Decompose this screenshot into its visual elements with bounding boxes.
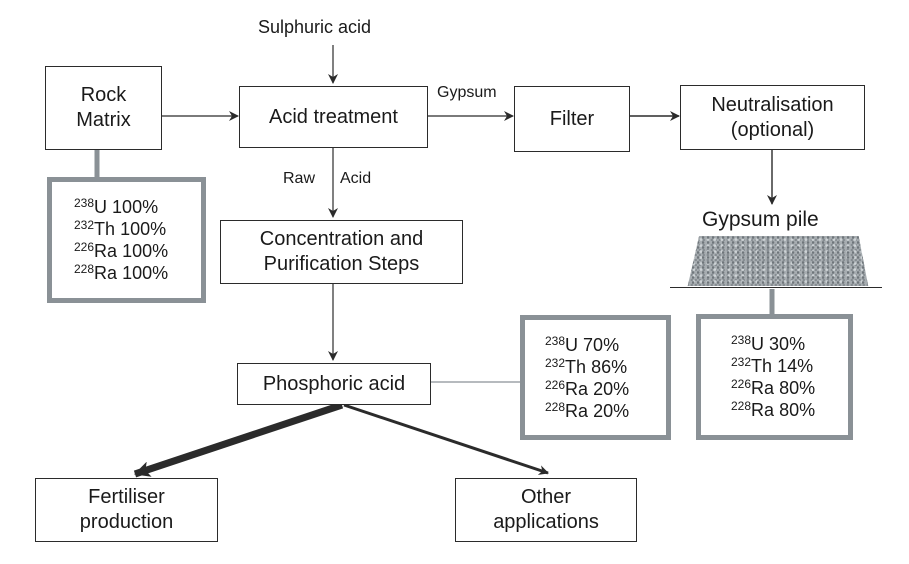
- node-acid-treatment: Acid treatment: [239, 86, 428, 148]
- node-rock-matrix-line2: Matrix: [76, 109, 131, 131]
- phosphoric-dist-row: 232Th 86%: [545, 355, 628, 377]
- rock-dist-row: 238U 100%: [74, 196, 159, 217]
- phosphoric-dist-row: 238U 70%: [545, 333, 620, 355]
- gypsum-pile-title: Gypsum pile: [702, 208, 819, 231]
- rock-dist-row: 232Th 100%: [74, 218, 167, 239]
- node-rock-matrix-line1: Rock: [80, 84, 127, 106]
- node-concentration-line2: Purification Steps: [263, 253, 420, 275]
- node-filter: Filter: [514, 86, 630, 152]
- edge-label-raw: Raw: [283, 170, 316, 187]
- node-fertiliser-line2: production: [79, 511, 174, 533]
- edge-label-gypsum: Gypsum: [437, 84, 497, 101]
- gypsum-pile-ground: [670, 287, 882, 288]
- node-neutralisation: Neutralisation (optional): [680, 85, 865, 150]
- input-sulphuric-acid: Sulphuric acid: [258, 17, 372, 37]
- node-fertiliser: Fertiliser production: [35, 478, 218, 542]
- node-neutralisation-line2: (optional): [730, 118, 815, 141]
- node-fertiliser-line1: Fertiliser: [88, 486, 165, 508]
- gypsum-dist-row: 228Ra 80%: [731, 399, 816, 420]
- phosphoric-dist-row: 226Ra 20%: [545, 377, 630, 399]
- panel-rock-distribution: 238U 100% 232Th 100% 226Ra 100% 228Ra 10…: [47, 177, 206, 303]
- panel-phosphoric-distribution: 238U 70% 232Th 86% 226Ra 20% 228Ra 20%: [520, 315, 671, 440]
- edge-label-acid: Acid: [340, 170, 372, 187]
- rock-dist-row: 226Ra 100%: [74, 240, 169, 261]
- node-other-line2: applications: [493, 511, 599, 533]
- phosphoric-dist-row: 228Ra 20%: [545, 399, 630, 421]
- gypsum-dist-row: 232Th 14%: [731, 355, 814, 376]
- node-concentration-line1: Concentration and: [259, 228, 424, 250]
- node-other-line1: Other: [520, 486, 572, 508]
- gypsum-dist-row: 226Ra 80%: [731, 377, 816, 398]
- node-neutralisation-line1: Neutralisation: [711, 93, 834, 116]
- edge-phosphoric-to-fertiliser: [133, 401, 344, 478]
- edge-phosphoric-to-other: [343, 403, 549, 475]
- node-other-applications: Other applications: [455, 478, 637, 542]
- gypsum-pile-image: [687, 236, 869, 286]
- node-rock-matrix: Rock Matrix: [45, 66, 162, 150]
- node-concentration: Concentration and Purification Steps: [220, 220, 463, 284]
- rock-dist-row: 228Ra 100%: [74, 262, 169, 283]
- gypsum-dist-row: 238U 30%: [731, 333, 806, 354]
- panel-gypsum-distribution: 238U 30% 232Th 14% 226Ra 80% 228Ra 80%: [696, 314, 853, 440]
- node-phosphoric-acid: Phosphoric acid: [237, 363, 431, 405]
